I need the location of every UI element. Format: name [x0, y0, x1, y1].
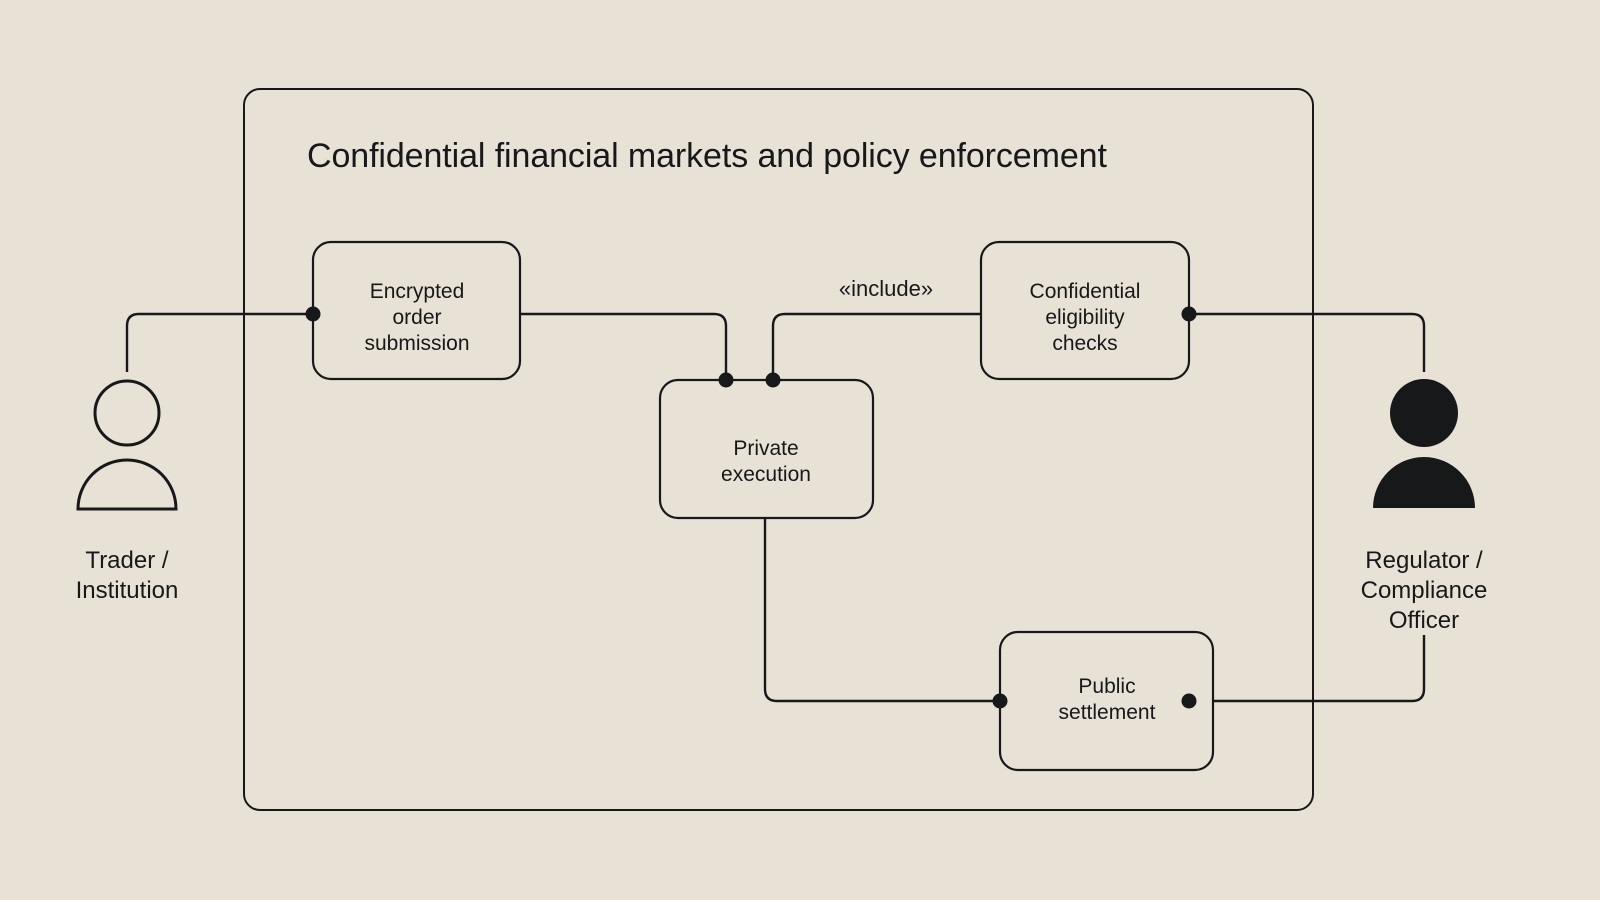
endpoint-dot-public-settlement-left [992, 693, 1008, 709]
actor-regulator-label-line-3: Officer [1389, 607, 1459, 634]
use-case-private-execution-line-1: Private [733, 437, 798, 460]
endpoint-dot-private-execution-top-right [765, 372, 781, 388]
actor-regulator-label-line-2: Compliance [1361, 577, 1488, 604]
connector-trader-to-encrypted-order [125, 312, 313, 372]
actor-trader-body-icon [76, 458, 178, 511]
endpoint-dot-private-execution-top-left [718, 372, 734, 388]
use-case-public-settlement-line-2: settlement [1059, 701, 1156, 724]
actor-regulator-body-icon [1373, 457, 1475, 508]
use-case-encrypted-order-submission-line-1: Encrypted [370, 280, 465, 303]
connector-encrypted-order-to-private-execution [520, 312, 728, 380]
use-case-encrypted-order-submission-line-3: submission [364, 332, 469, 355]
use-case-public-settlement[interactable]: Public settlement [998, 630, 1215, 772]
actor-trader-head-icon [93, 379, 161, 447]
use-case-confidential-eligibility-checks-line-2: eligibility [1045, 306, 1125, 329]
include-stereotype-label: «include» [839, 276, 933, 301]
system-boundary-title: Confidential financial markets and polic… [307, 137, 1107, 175]
use-case-confidential-eligibility-checks[interactable]: Confidential eligibility checks [979, 240, 1191, 381]
actor-regulator-head-icon [1390, 379, 1458, 447]
actor-trader-label-line-2: Institution [76, 577, 179, 604]
actor-trader-label-line-1: Trader / [85, 547, 168, 574]
connector-public-settlement-to-regulator [1189, 635, 1426, 703]
endpoint-dot-encrypted-order-left [305, 306, 321, 322]
connector-private-execution-to-public-settlement [763, 518, 1000, 703]
use-case-private-execution-line-2: execution [721, 463, 811, 486]
use-case-public-settlement-line-1: Public [1078, 675, 1135, 698]
use-case-encrypted-order-submission[interactable]: Encrypted order submission [311, 240, 522, 381]
use-case-confidential-eligibility-checks-line-3: checks [1052, 332, 1117, 355]
actor-trader-institution[interactable]: Trader / Institution [76, 379, 179, 604]
use-case-private-execution[interactable]: Private execution [658, 378, 875, 520]
connector-eligibility-to-regulator [1189, 312, 1426, 372]
use-case-encrypted-order-submission-line-2: order [392, 306, 441, 329]
actor-regulator-label-line-1: Regulator / [1365, 547, 1483, 574]
use-case-confidential-eligibility-checks-line-1: Confidential [1030, 280, 1141, 303]
endpoint-dot-eligibility-right [1181, 306, 1197, 322]
connector-include-private-execution-to-eligibility [771, 312, 981, 380]
endpoint-dot-public-settlement-right [1181, 693, 1197, 709]
actor-regulator-compliance-officer[interactable]: Regulator / Compliance Officer [1361, 379, 1488, 634]
system-boundary [243, 88, 1314, 811]
